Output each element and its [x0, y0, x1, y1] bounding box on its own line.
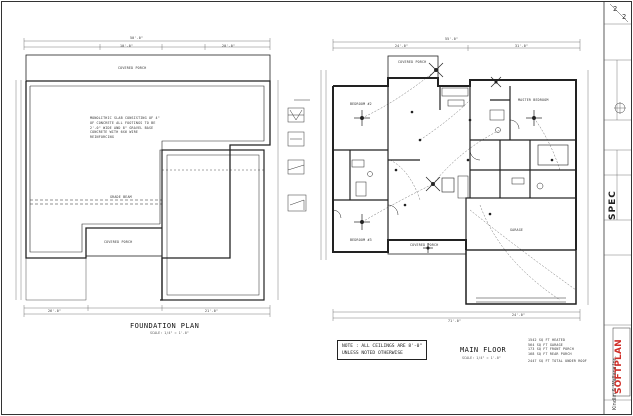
foundation-plan-scale: SCALE: 1/4" = 1'-0" — [150, 331, 189, 335]
room-bedroom-2: BEDROOM #2 — [350, 102, 372, 106]
room-garage: GARAGE — [510, 228, 524, 232]
main-dim-bottom-garage: 24'-0" — [512, 313, 526, 317]
room-master-bedroom: MASTER BEDROOM — [518, 98, 549, 102]
sheet-number-slash — [609, 3, 629, 23]
foundation-plan-title: FOUNDATION PLAN — [130, 322, 200, 330]
sheet-spec-label: SPEC — [608, 190, 618, 220]
ceiling-fan-icons — [354, 62, 542, 253]
foundation-porch-top-label: COVERED PORCH — [118, 66, 147, 70]
foundation-details — [287, 99, 310, 212]
main-floor-title: MAIN FLOOR — [460, 346, 507, 354]
main-floor-plan — [320, 39, 589, 321]
main-dim-top-right: 31'-0" — [515, 44, 529, 48]
main-dim-top-total: 55'-0" — [445, 37, 459, 41]
electrical-circuits — [361, 69, 577, 301]
foundation-dim-bottom-right: 21'-0" — [205, 309, 219, 313]
area-garage: 564 SQ FT GARAGE — [528, 342, 563, 347]
sheet-total: 2 — [622, 13, 627, 21]
main-floor-scale: SCALE: 1/4" = 1'-0" — [462, 356, 501, 360]
foundation-porch-bottom-label: COVERED PORCH — [104, 240, 133, 244]
main-dim-top-left: 24'-0" — [395, 44, 409, 48]
slab-note: MONOLITHIC SLAB CONSISTING OF 4" OF CONC… — [90, 116, 160, 140]
grade-beam-label: GRADE BEAM — [110, 195, 132, 199]
foundation-plan — [15, 38, 279, 317]
room-bedroom-3: BEDROOM #3 — [350, 238, 372, 242]
foundation-dim-bottom-left: 26'-0" — [48, 309, 62, 313]
foundation-dim-top-right: 20'-0" — [222, 44, 236, 48]
ceiling-note-line1: NOTE : ALL CEILINGS ARE 8'-0" — [342, 344, 423, 349]
foundation-dim-top-total: 50'-0" — [130, 36, 144, 40]
room-covered-porch-front: COVERED PORCH — [410, 243, 439, 247]
softplan-logo: SOFTPLAN — [614, 339, 624, 394]
title-block-grid — [604, 23, 631, 401]
area-total: 2447 SQ FT TOTAL UNDER ROOF — [528, 359, 587, 364]
sheet-number: 2 — [613, 5, 618, 13]
main-dim-bottom-total: 71'-0" — [448, 319, 462, 323]
area-rear-porch: 168 SQ FT REAR PORCH — [528, 351, 572, 356]
area-heated: 1542 SQ FT HEATED — [528, 338, 566, 342]
switch-symbols — [394, 110, 554, 216]
ceiling-note: NOTE : ALL CEILINGS ARE 8'-0" UNLESS NOT… — [337, 340, 428, 360]
room-covered-porch-rear: COVERED PORCH — [398, 60, 427, 64]
logo-frame — [612, 327, 631, 397]
ceiling-note-line2: UNLESS NOTED OTHERWISE — [342, 351, 403, 356]
area-front-porch: 173 SQ FT FRONT PORCH — [528, 347, 574, 352]
foundation-dim-top-mid: 10'-0" — [120, 44, 134, 48]
area-table: 1542 SQ FT HEATED 564 SQ FT GARAGE 173 S… — [528, 338, 587, 364]
